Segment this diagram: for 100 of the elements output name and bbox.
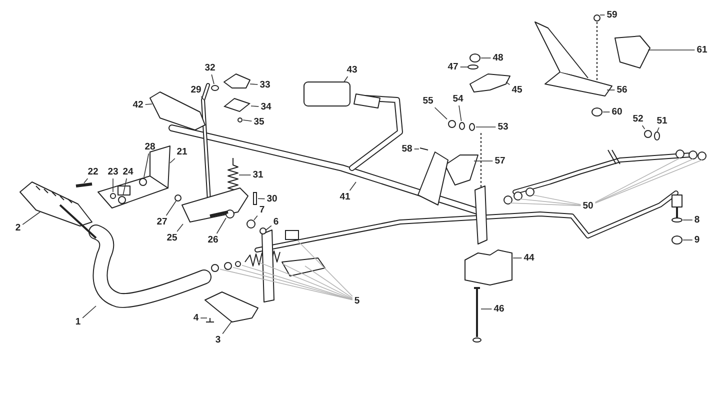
callout-number: 59 [606,10,618,20]
callout-number: 25 [166,232,178,244]
leader-line [144,153,150,178]
nut [448,120,456,128]
leader-line [176,224,184,232]
leader-line [474,160,494,162]
leader-line [510,202,582,206]
callout-number: 52 [632,114,644,124]
callout-number: 43 [346,64,358,76]
callout-number: 54 [452,94,464,104]
nut [644,130,652,138]
leader-line [242,120,252,122]
callout-number: 32 [204,62,216,74]
leader-line [258,198,266,200]
callout-number: 3 [214,334,222,346]
callout-number: 30 [266,194,278,204]
leader-line [216,218,226,234]
callout-number: 57 [494,156,506,166]
washer [211,264,219,272]
leader-line [211,74,214,84]
leader-line [656,127,660,132]
leader-line [480,308,492,310]
leader-line [304,266,353,298]
leader-line [112,178,114,192]
leader-line [434,107,448,120]
callout-number: 26 [206,234,220,246]
leader-line [282,264,353,300]
leader-line [250,106,260,107]
callout-number: 1 [74,316,82,328]
leader-line [298,240,353,297]
callout-number: 5 [353,296,361,306]
leader-line [642,125,646,130]
clip [253,192,257,205]
callout-number: 58 [400,144,414,154]
callout-number: 9 [693,234,701,246]
callout-number: 33 [258,80,272,90]
callout-number: 46 [492,304,506,314]
callout-number: 45 [510,84,524,96]
callout-number: 42 [132,100,144,110]
callout-number: 23 [106,166,120,178]
callout-number: 53 [496,122,510,132]
callout-number: 6 [272,216,280,228]
washer [469,123,475,131]
callout-number: 31 [252,170,264,180]
washer [224,262,232,270]
callout-number: 41 [338,192,352,202]
leader-line [250,84,258,85]
block [285,230,299,240]
nut [118,196,126,204]
plate [224,98,250,112]
leader-line [254,215,258,220]
leader-line [414,148,420,150]
leader-line [122,178,127,196]
callout-number: 44 [522,252,536,264]
leader-line [476,126,496,128]
washer [235,261,241,267]
leader-line [82,306,96,318]
callout-number: 7 [258,204,266,216]
leader-line [84,178,88,184]
callout-number: 24 [122,166,134,178]
callout-number: 34 [260,102,272,112]
leader-line [344,76,348,82]
leader-line [594,158,680,203]
leader-line [144,104,152,105]
leader-line [222,320,232,334]
callout-number: 21 [176,146,188,158]
callout-number: 48 [492,52,504,64]
washer [211,85,219,91]
callout-number: 50 [582,200,594,212]
leader-line [22,212,40,225]
nut [139,178,147,186]
callout-number: 35 [252,116,266,128]
leader-line [520,198,582,206]
leader-line [532,194,582,205]
leader-line [238,174,252,176]
callout-number: 22 [86,166,100,178]
leader-line [349,182,356,191]
leader-line [170,158,176,164]
callout-number: 60 [610,106,624,118]
callout-number: 27 [156,216,168,228]
leader-line [506,82,510,86]
callout-number: 47 [446,62,460,72]
washer [459,122,465,130]
leader-line [200,96,204,100]
callout-number: 2 [14,222,22,234]
leader-line [460,66,468,68]
callout-number: 4 [192,312,200,324]
leader-line [258,262,353,300]
callout-number: 28 [144,142,156,152]
callout-number: 51 [656,116,668,126]
callout-number: 55 [422,96,434,106]
washer [110,193,116,199]
callout-number: 61 [696,44,708,56]
callout-number: 29 [190,84,202,96]
callout-number: 56 [616,84,628,96]
leader-line [266,225,272,230]
leader-line [600,14,606,16]
leader-line [458,105,462,122]
leader-line [166,200,176,216]
callout-number: 8 [693,214,701,226]
